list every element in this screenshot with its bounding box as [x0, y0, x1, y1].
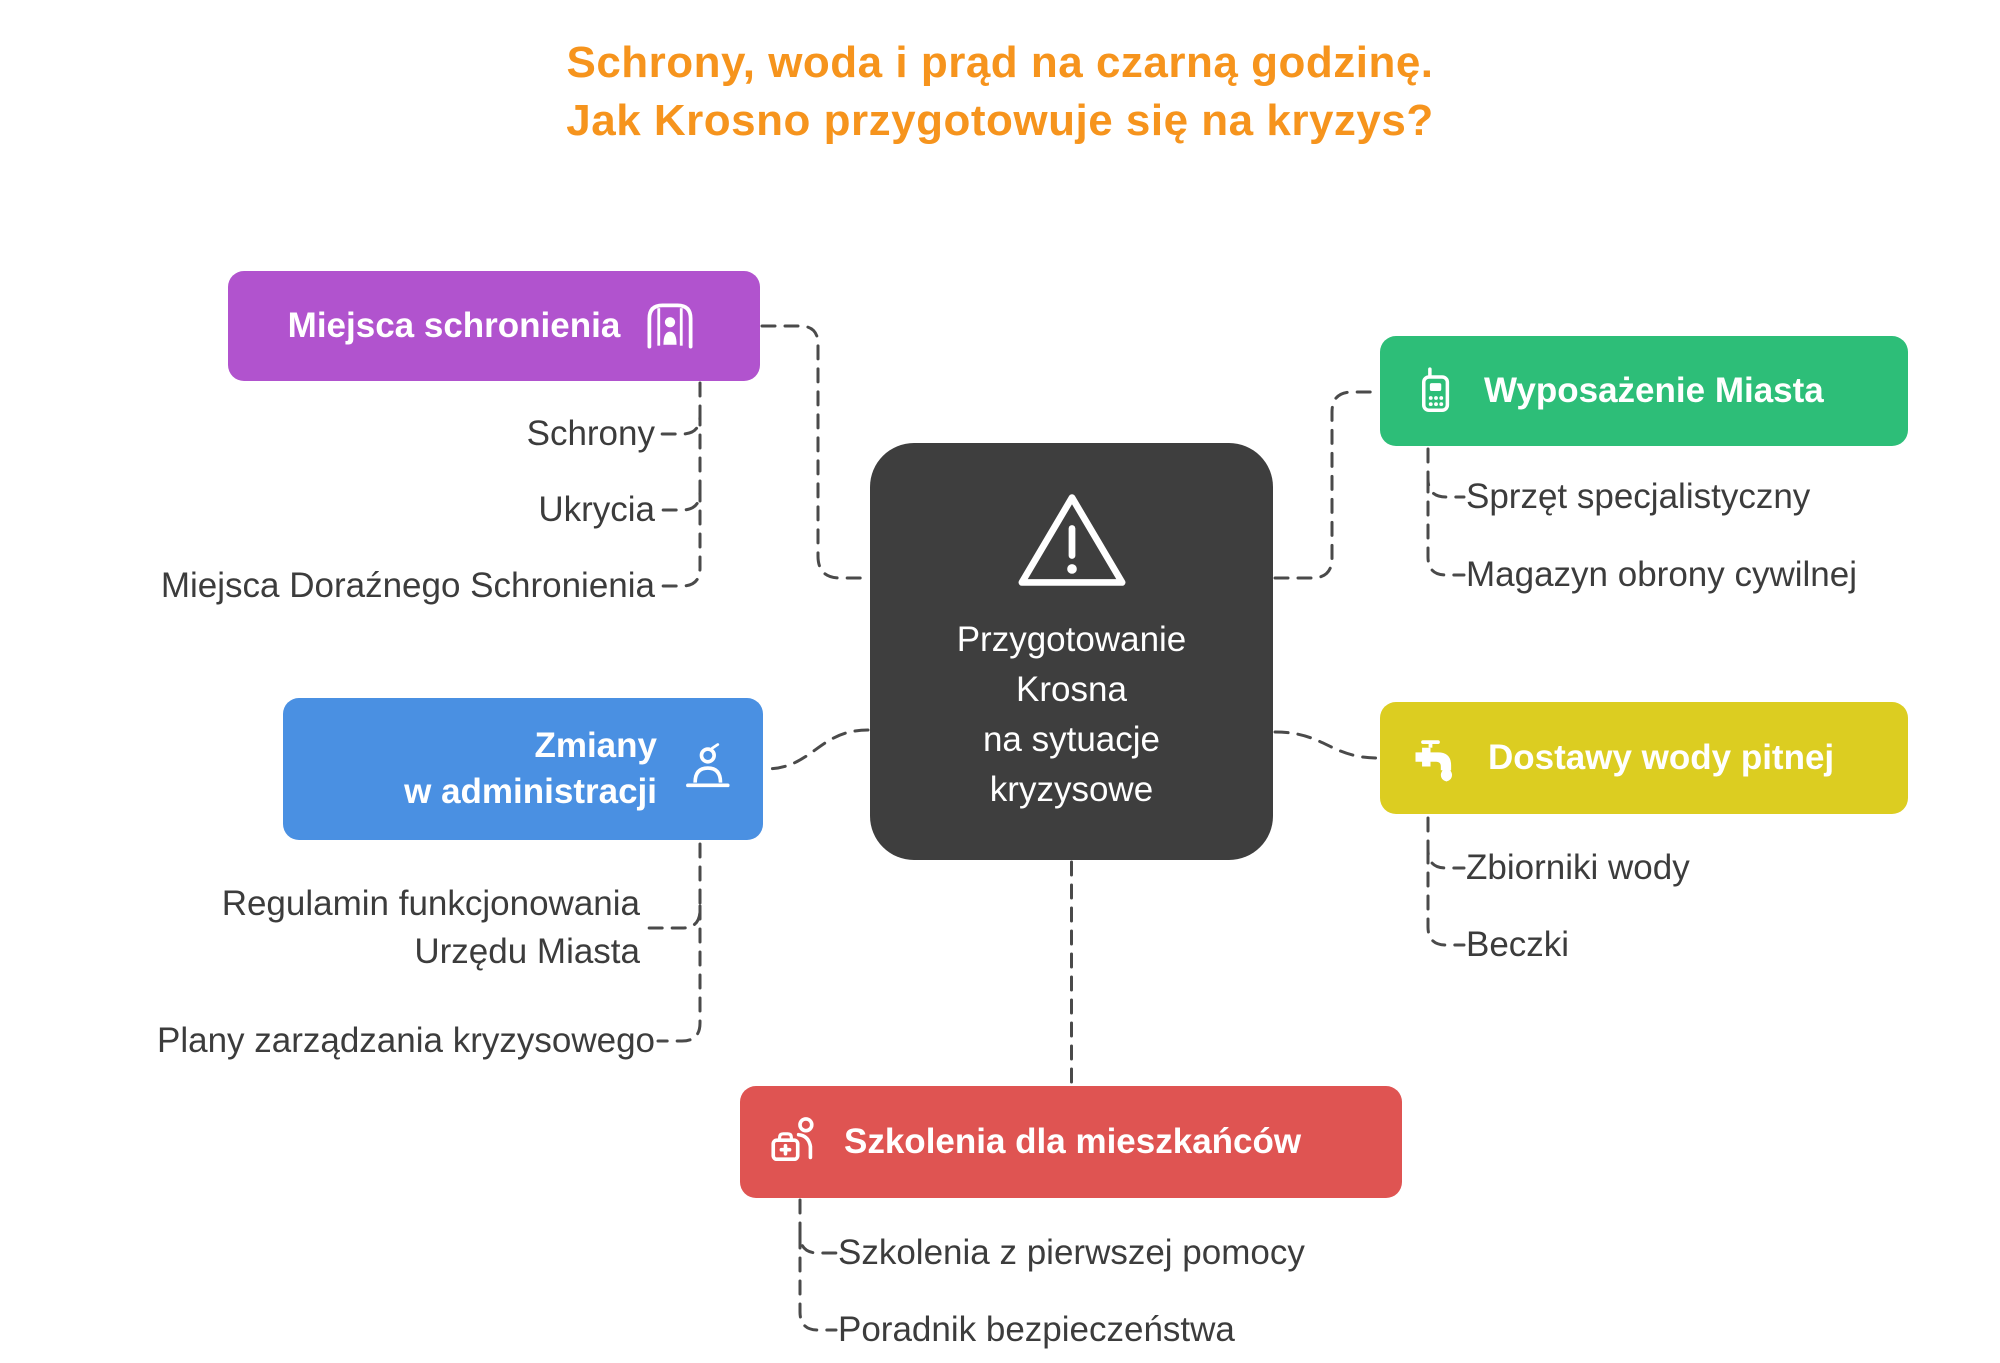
branch-label-szkolenia-dla-mieszkancow: Szkolenia dla mieszkańców — [844, 1122, 1302, 1161]
child-miejsca-doraznego-schronienia: Miejsca Doraźnego Schronienia — [160, 566, 655, 605]
connector-center-to-wyposazenie — [1273, 390, 1380, 580]
connector-zmiany-to-plany — [656, 904, 702, 1043]
faucet-icon — [1408, 728, 1468, 788]
page-title: Schrony, woda i prąd na czarną godzinę. … — [0, 34, 2000, 150]
child-plany-zarzadzania-kryzysowego: Plany zarządzania kryzysowego — [156, 1021, 655, 1060]
center-node-label: Przygotowanie Krosna na sytuacje kryzyso… — [956, 620, 1187, 809]
child-poradnik-bezpieczenstwa: Poradnik bezpieczeństwa — [838, 1310, 1235, 1349]
warning-triangle-icon — [1014, 488, 1130, 599]
branch-node-dostawy-wody-pitnej: Dostawy wody pitnej — [1380, 702, 1908, 814]
connector-szkolenia-to-pomoc — [798, 1198, 838, 1255]
connector-zmiany-to-regulamin — [640, 842, 702, 930]
branch-label-wyposazenie-miasta: Wyposażenie Miasta — [1484, 371, 1824, 410]
branch-label-zmiany-w-administracji: Zmiany w administracji — [404, 726, 657, 811]
connector-wyposazenie-to-magazyn — [1426, 477, 1466, 577]
connector-szkolenia-to-poradnik — [798, 1233, 838, 1332]
child-sprzet-specjalistyczny: Sprzęt specjalistyczny — [1466, 477, 1811, 516]
branch-node-miejsca-schronienia: Miejsca schronienia — [228, 271, 760, 381]
radio-icon — [1408, 363, 1464, 419]
child-regulamin-funkcjonowania: Regulamin funkcjonowania Urzędu Miasta — [221, 884, 640, 971]
connector-miejsca-to-ukrycia — [660, 410, 702, 512]
connector-wyposazenie-to-sprzet — [1426, 447, 1466, 499]
connector-miejsca-to-doraznego — [660, 486, 702, 588]
branch-label-dostawy-wody-pitnej: Dostawy wody pitnej — [1488, 738, 1835, 777]
connector-center-to-miejsca-schronienia — [760, 324, 870, 580]
connector-dostawy-to-zbiorniki — [1426, 816, 1466, 870]
connector-center-to-zmiany — [763, 728, 870, 771]
child-beczki: Beczki — [1466, 925, 1570, 964]
branch-node-zmiany-w-administracji: Zmiany w administracji — [283, 698, 763, 840]
child-zbiorniki-wody: Zbiorniki wody — [1466, 848, 1690, 887]
first-aid-icon — [766, 1113, 824, 1171]
branch-node-wyposazenie-miasta: Wyposażenie Miasta — [1380, 336, 1908, 446]
center-node-przygotowanie: Przygotowanie Krosna na sytuacje kryzyso… — [870, 443, 1273, 860]
child-schrony: Schrony — [526, 414, 655, 453]
child-magazyn-obrony-cywilnej: Magazyn obrony cywilnej — [1466, 555, 1858, 594]
child-szkolenia-z-pierwszej-pomocy: Szkolenia z pierwszej pomocy — [838, 1233, 1305, 1272]
page-title-line2: Jak Krosno przygotowuje się na kryzys? — [566, 96, 1434, 145]
connector-miejsca-to-schrony — [660, 381, 702, 436]
connector-dostawy-to-beczki — [1426, 848, 1466, 947]
child-ukrycia: Ukrycia — [538, 490, 655, 529]
page-title-line1: Schrony, woda i prąd na czarną godzinę. — [566, 38, 1434, 87]
connector-center-to-dostawy — [1273, 730, 1380, 760]
person-desk-icon — [677, 740, 735, 798]
branch-node-szkolenia-dla-mieszkancow: Szkolenia dla mieszkańców — [740, 1086, 1402, 1198]
shelter-icon — [640, 296, 700, 356]
branch-label-miejsca-schronienia: Miejsca schronienia — [287, 306, 621, 345]
